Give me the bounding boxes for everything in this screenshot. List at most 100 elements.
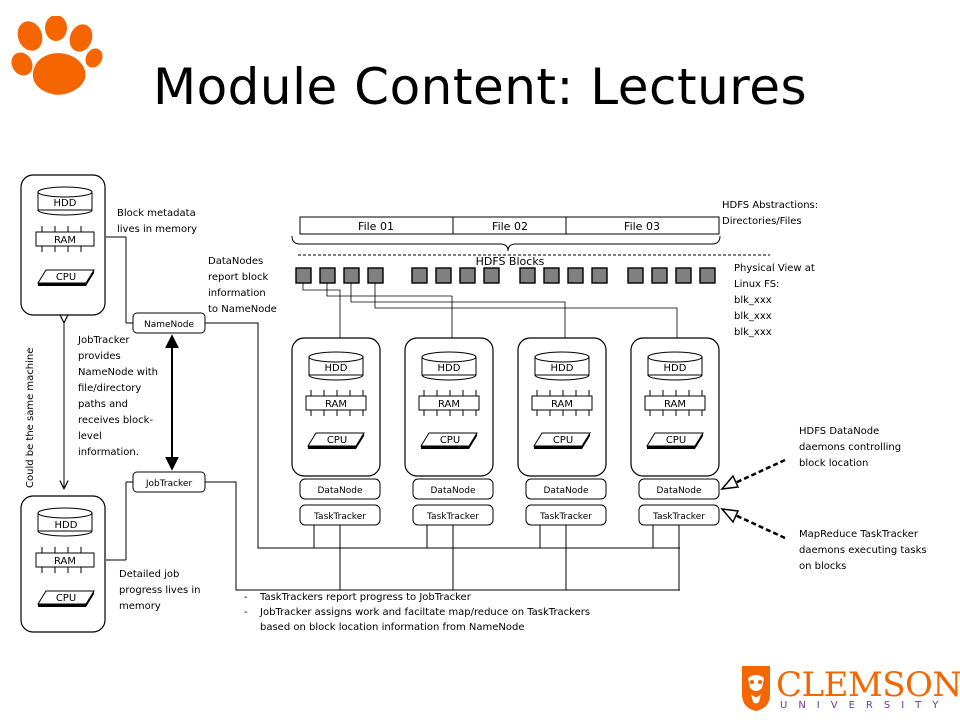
hdfs-abstractions-note: HDFS Abstractions: Directories/Files	[722, 198, 818, 230]
tasktracker-label: TaskTracker	[313, 512, 366, 522]
note-line: Block metadata	[117, 208, 196, 219]
note-line: HDFS DataNode	[799, 426, 880, 437]
note-line: daemons controlling	[799, 442, 902, 453]
ram-chip	[305, 390, 367, 416]
hdd-cylinder	[37, 186, 93, 216]
note-line: Linux FS:	[734, 279, 780, 290]
datanode-label: DataNode	[431, 486, 476, 496]
tasktracker-daemons-note: MapReduce TaskTracker daemons executing …	[799, 527, 927, 575]
file-03-label: File 03	[624, 220, 660, 233]
hdfs-block	[651, 267, 668, 284]
note-line: blk_xxx	[734, 311, 772, 322]
file-bar	[299, 216, 720, 235]
note-line: MapReduce TaskTracker	[799, 529, 918, 540]
note-line: Directories/Files	[722, 216, 802, 227]
ram-label: RAM	[325, 399, 347, 410]
hdd-label: HDD	[664, 363, 687, 374]
cpu-label: CPU	[440, 435, 460, 446]
ram-chip	[418, 390, 480, 416]
note-line: receives block-	[78, 415, 154, 426]
hdfs-block	[483, 267, 500, 284]
datanodes-report-note: DataNodes report block information to Na…	[208, 254, 277, 318]
ram-label: RAM	[664, 399, 686, 410]
note-line: on blocks	[799, 561, 847, 572]
datanode-daemons-note: HDFS DataNode daemons controlling block …	[799, 424, 901, 472]
note-line: Physical View at	[734, 263, 815, 274]
datanode-box	[638, 478, 720, 500]
hdfs-block	[675, 267, 692, 284]
ram-label: RAM	[551, 399, 573, 410]
page-title: Module Content: Lectures	[152, 58, 808, 116]
note-line: lives in memory	[117, 224, 198, 235]
jobtracker-machine: HDD RAM CPU	[20, 495, 106, 633]
note-line: information	[208, 288, 266, 299]
note-line: blk_xxx	[734, 327, 772, 338]
cpu-label: CPU	[327, 435, 347, 446]
hdfs-block	[519, 267, 536, 284]
namenode-machine: HDD RAM CPU	[20, 174, 106, 316]
paw-logo	[11, 16, 103, 95]
ram-chip	[35, 226, 95, 252]
note-line: paths and	[78, 399, 128, 410]
note-line: report block	[208, 272, 269, 283]
note-line: Detailed job	[119, 569, 180, 580]
file-02-label: File 02	[492, 220, 528, 233]
hdd-cylinder	[421, 351, 477, 381]
cpu-label: CPU	[56, 593, 76, 604]
cpu-chip	[37, 269, 95, 286]
hdfs-block	[367, 267, 384, 284]
cpu-label: CPU	[56, 272, 76, 283]
note-line: blk_xxx	[734, 295, 772, 306]
cpu-chip	[420, 432, 478, 449]
datanode-label: DataNode	[657, 486, 702, 496]
jobtracker-label: JobTracker	[145, 479, 193, 489]
ram-label: RAM	[54, 235, 76, 246]
datanode-dashed-arrow	[720, 458, 786, 490]
note-line: information.	[78, 447, 139, 458]
datanode-box	[525, 478, 607, 500]
note-line: file/directory	[78, 383, 142, 394]
note-line: progress lives in	[119, 585, 201, 596]
note-item-continued: based on block location information from…	[260, 622, 525, 633]
namenode-label: NameNode	[144, 320, 195, 330]
ram-chip	[644, 390, 706, 416]
hdfs-block	[343, 267, 360, 284]
note-line: provides	[78, 351, 121, 362]
datanode-label: DataNode	[544, 486, 589, 496]
namenode-bus	[205, 322, 680, 549]
hdfs-block	[319, 267, 336, 284]
ram-chip	[35, 547, 95, 573]
ram-label: RAM	[54, 556, 76, 567]
tasktracker-label: TaskTracker	[426, 512, 479, 522]
note-item: TaskTrackers report progress to JobTrack…	[244, 590, 590, 605]
datanode-label: DataNode	[318, 486, 363, 496]
files-brace	[291, 235, 721, 252]
note-item: JobTracker assigns work and faciltate ma…	[244, 605, 590, 620]
hdfs-block	[627, 267, 644, 284]
block-to-hdd-lines	[302, 283, 678, 358]
note-line: daemons executing tasks	[799, 545, 927, 556]
physical-view-note: Physical View at Linux FS: blk_xxx blk_x…	[734, 261, 815, 341]
tasktracker-label: TaskTracker	[539, 512, 592, 522]
hdfs-blocks-label: HDFS Blocks	[476, 255, 545, 268]
hdd-label: HDD	[54, 198, 77, 209]
note-line: level	[78, 431, 102, 442]
cpu-chip	[307, 432, 365, 449]
tasktracker-label: TaskTracker	[652, 512, 705, 522]
hdfs-block	[459, 267, 476, 284]
hdd-label: HDD	[438, 363, 461, 374]
clemson-wordmark: CLEMSON	[776, 665, 960, 705]
hdd-cylinder	[37, 507, 93, 537]
cpu-chip	[646, 432, 704, 449]
ram-label: RAM	[438, 399, 460, 410]
tiger-face-icon	[742, 666, 770, 711]
datanode-box	[412, 478, 494, 500]
tasktracker-dashed-arrow	[720, 508, 786, 540]
note-line: DataNodes	[208, 256, 264, 267]
